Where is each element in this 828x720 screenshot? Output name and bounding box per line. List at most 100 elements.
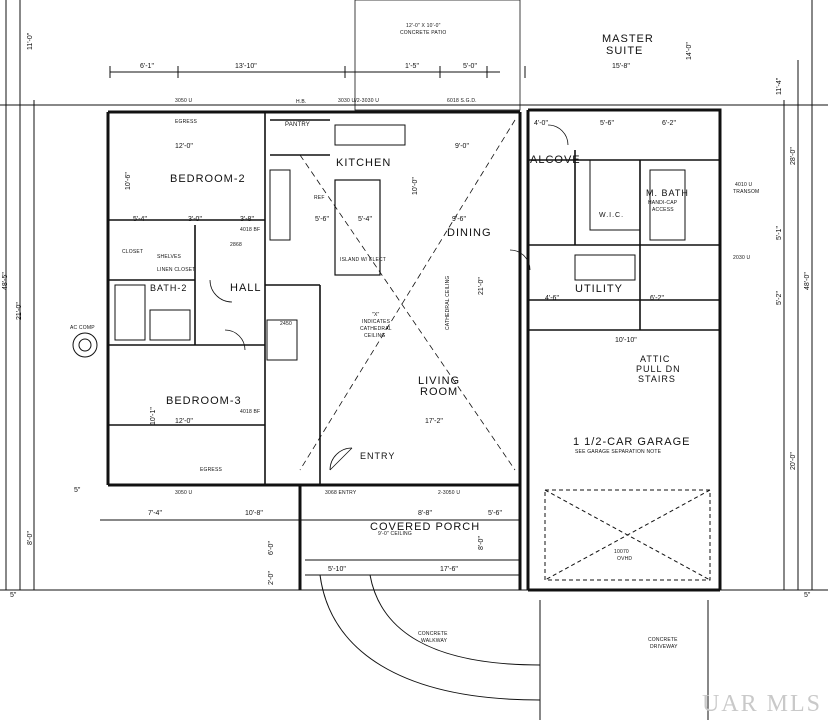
vaulted-note-3: CATHEDRAL [360,326,392,332]
dim-bottom-5a: 5" [74,487,81,494]
dim-kitchen-height: 10'-0" [412,177,419,195]
utility-label: UTILITY [575,283,623,295]
living-room-label-2: ROOM [420,386,459,398]
garage-door-opening [544,489,711,581]
concrete-driveway-label-2: DRIVEWAY [650,644,678,650]
covered-porch-label: COVERED PORCH [370,521,481,533]
mls-watermark: UAR MLS [701,691,822,717]
patio-name: CONCRETE PATIO [400,30,447,36]
kitchen-island [334,179,381,276]
dim-bed3-height: 10'-1" [150,407,157,425]
dim-utility: 4'-6" [545,295,559,302]
kitchen-sink [334,124,406,146]
east-wall [528,108,722,590]
dim-porch-5: 5'-10" [328,566,346,573]
overhead-door-note-2: OVHD [617,556,633,562]
bedroom-3-label: BEDROOM-3 [166,395,242,407]
dim-hall-2: 3'-0" [188,216,202,223]
dim-bed3-width: 12'-0" [175,418,193,425]
hall-label: HALL [230,282,262,294]
window-3050-bottom: 3050 U [175,490,193,496]
shelves-note: SHELVES [157,254,182,260]
cathedral-diagonal-1 [299,154,516,471]
window-4018-bed2: 4018 BF [240,227,261,233]
kitchen-counter [269,169,291,241]
alcove-label: ALCOVE [530,154,581,166]
shower [649,169,686,241]
kitchen-label: KITCHEN [336,157,392,169]
window-4018-bed3: 4018 BF [240,409,261,415]
dim-kitchen-width: 9'-0" [455,143,469,150]
dim-left-total: 48'-5" [2,272,9,290]
dining-label: DINING [447,227,492,239]
dim-porch-4: 5'-6" [488,510,502,517]
attic-note-2: PULL DN [636,364,681,374]
dim-left-3: 11'-0" [27,32,34,50]
overhead-door-note-1: 10070 [614,549,629,555]
dim-porch-3: 8'-8" [418,510,432,517]
door-2868: 2868 [230,242,242,248]
dim-left-4: 8'-0" [27,531,34,545]
entry-door-swing [329,447,353,471]
dim-porch-height: 8'-0" [478,536,485,550]
dim-bottom-5b: 5" [10,592,17,599]
concrete-walkway-label-2: WALKWAY [421,638,448,644]
dim-top-3: 1'-5" [405,63,419,70]
master-suite-label: MASTER [602,33,654,45]
garage-label: 1 1/2-CAR GARAGE [573,436,691,448]
walkway-edge-2 [369,574,541,666]
vaulted-note-4: CEILING [364,333,386,339]
dim-mbath-1: 5'-6" [600,120,614,127]
dim-porch-2: 10'-8" [245,510,263,517]
bath-vanity [149,309,191,341]
washer-dryer [574,254,636,281]
entry-door-note: 3068 ENTRY [325,490,357,496]
dim-utility-2: 6'-2" [650,295,664,302]
dim-right-7: 14'-0" [686,42,693,60]
walk-in-closet [589,159,641,231]
ac-compressor [72,332,98,358]
ac-comp-label: AC COMP [70,325,95,331]
dim-dining: 9'-6" [452,216,466,223]
window-3050-top: 3050 U [175,98,193,104]
dim-living-height: 21'-0" [478,277,485,295]
transom-note-1: 4010 U [735,182,753,188]
door-2450: 2450 [280,321,292,327]
hose-bib: H.B. [296,99,307,105]
cathedral-ceiling-note: CATHEDRAL CEILING [445,275,451,330]
dim-top-5: 15'-8" [612,63,630,70]
dim-right-3: 48'-0" [804,272,811,290]
dim-porch-6: 17'-6" [440,566,458,573]
patio-size: 12'-0" X 10'-0" [406,23,441,29]
egress-note-top: EGRESS [175,119,198,125]
dim-porch-1: 7'-4" [148,510,162,517]
dim-alcove: 4'-0" [534,120,548,127]
dim-bed2-height: 10'-6" [125,172,132,190]
dim-bottom-5c: 5" [804,592,811,599]
dim-right-2: 28'-0" [790,147,797,165]
m-bath-label: M. BATH [646,188,689,198]
egress-note-bottom: EGRESS [200,467,223,473]
vaulted-note-1: "X" [372,312,380,318]
sgd-door: 6018 S.G.D. [447,98,477,104]
dim-right-1: 11'-4" [776,77,783,95]
attic-note-1: ATTIC [640,354,671,364]
water-heater [266,319,298,361]
dim-left-2: 21'-0" [16,302,23,320]
handicap-note-2: ACCESS [652,207,674,213]
window-kitchen: 3030 U/2-3030 U [338,98,380,104]
master-suite-label-2: SUITE [606,45,644,57]
dim-right-4: 5'-1" [776,226,783,240]
closet-label: CLOSET [122,249,144,255]
dim-right-5: 5'-2" [776,291,783,305]
porch-ceiling-note: 9'-0" CEILING [378,531,412,537]
dim-top-2: 13'-10" [235,63,257,70]
ref-note: REF [314,195,325,201]
dim-top-4: 5'-0" [463,63,477,70]
walkway-edge-1 [319,574,541,701]
wic-label: W.I.C. [599,212,625,219]
dim-hall-3: 3'-8" [240,216,254,223]
dim-porch-vertical: 6'-0" [268,541,275,555]
